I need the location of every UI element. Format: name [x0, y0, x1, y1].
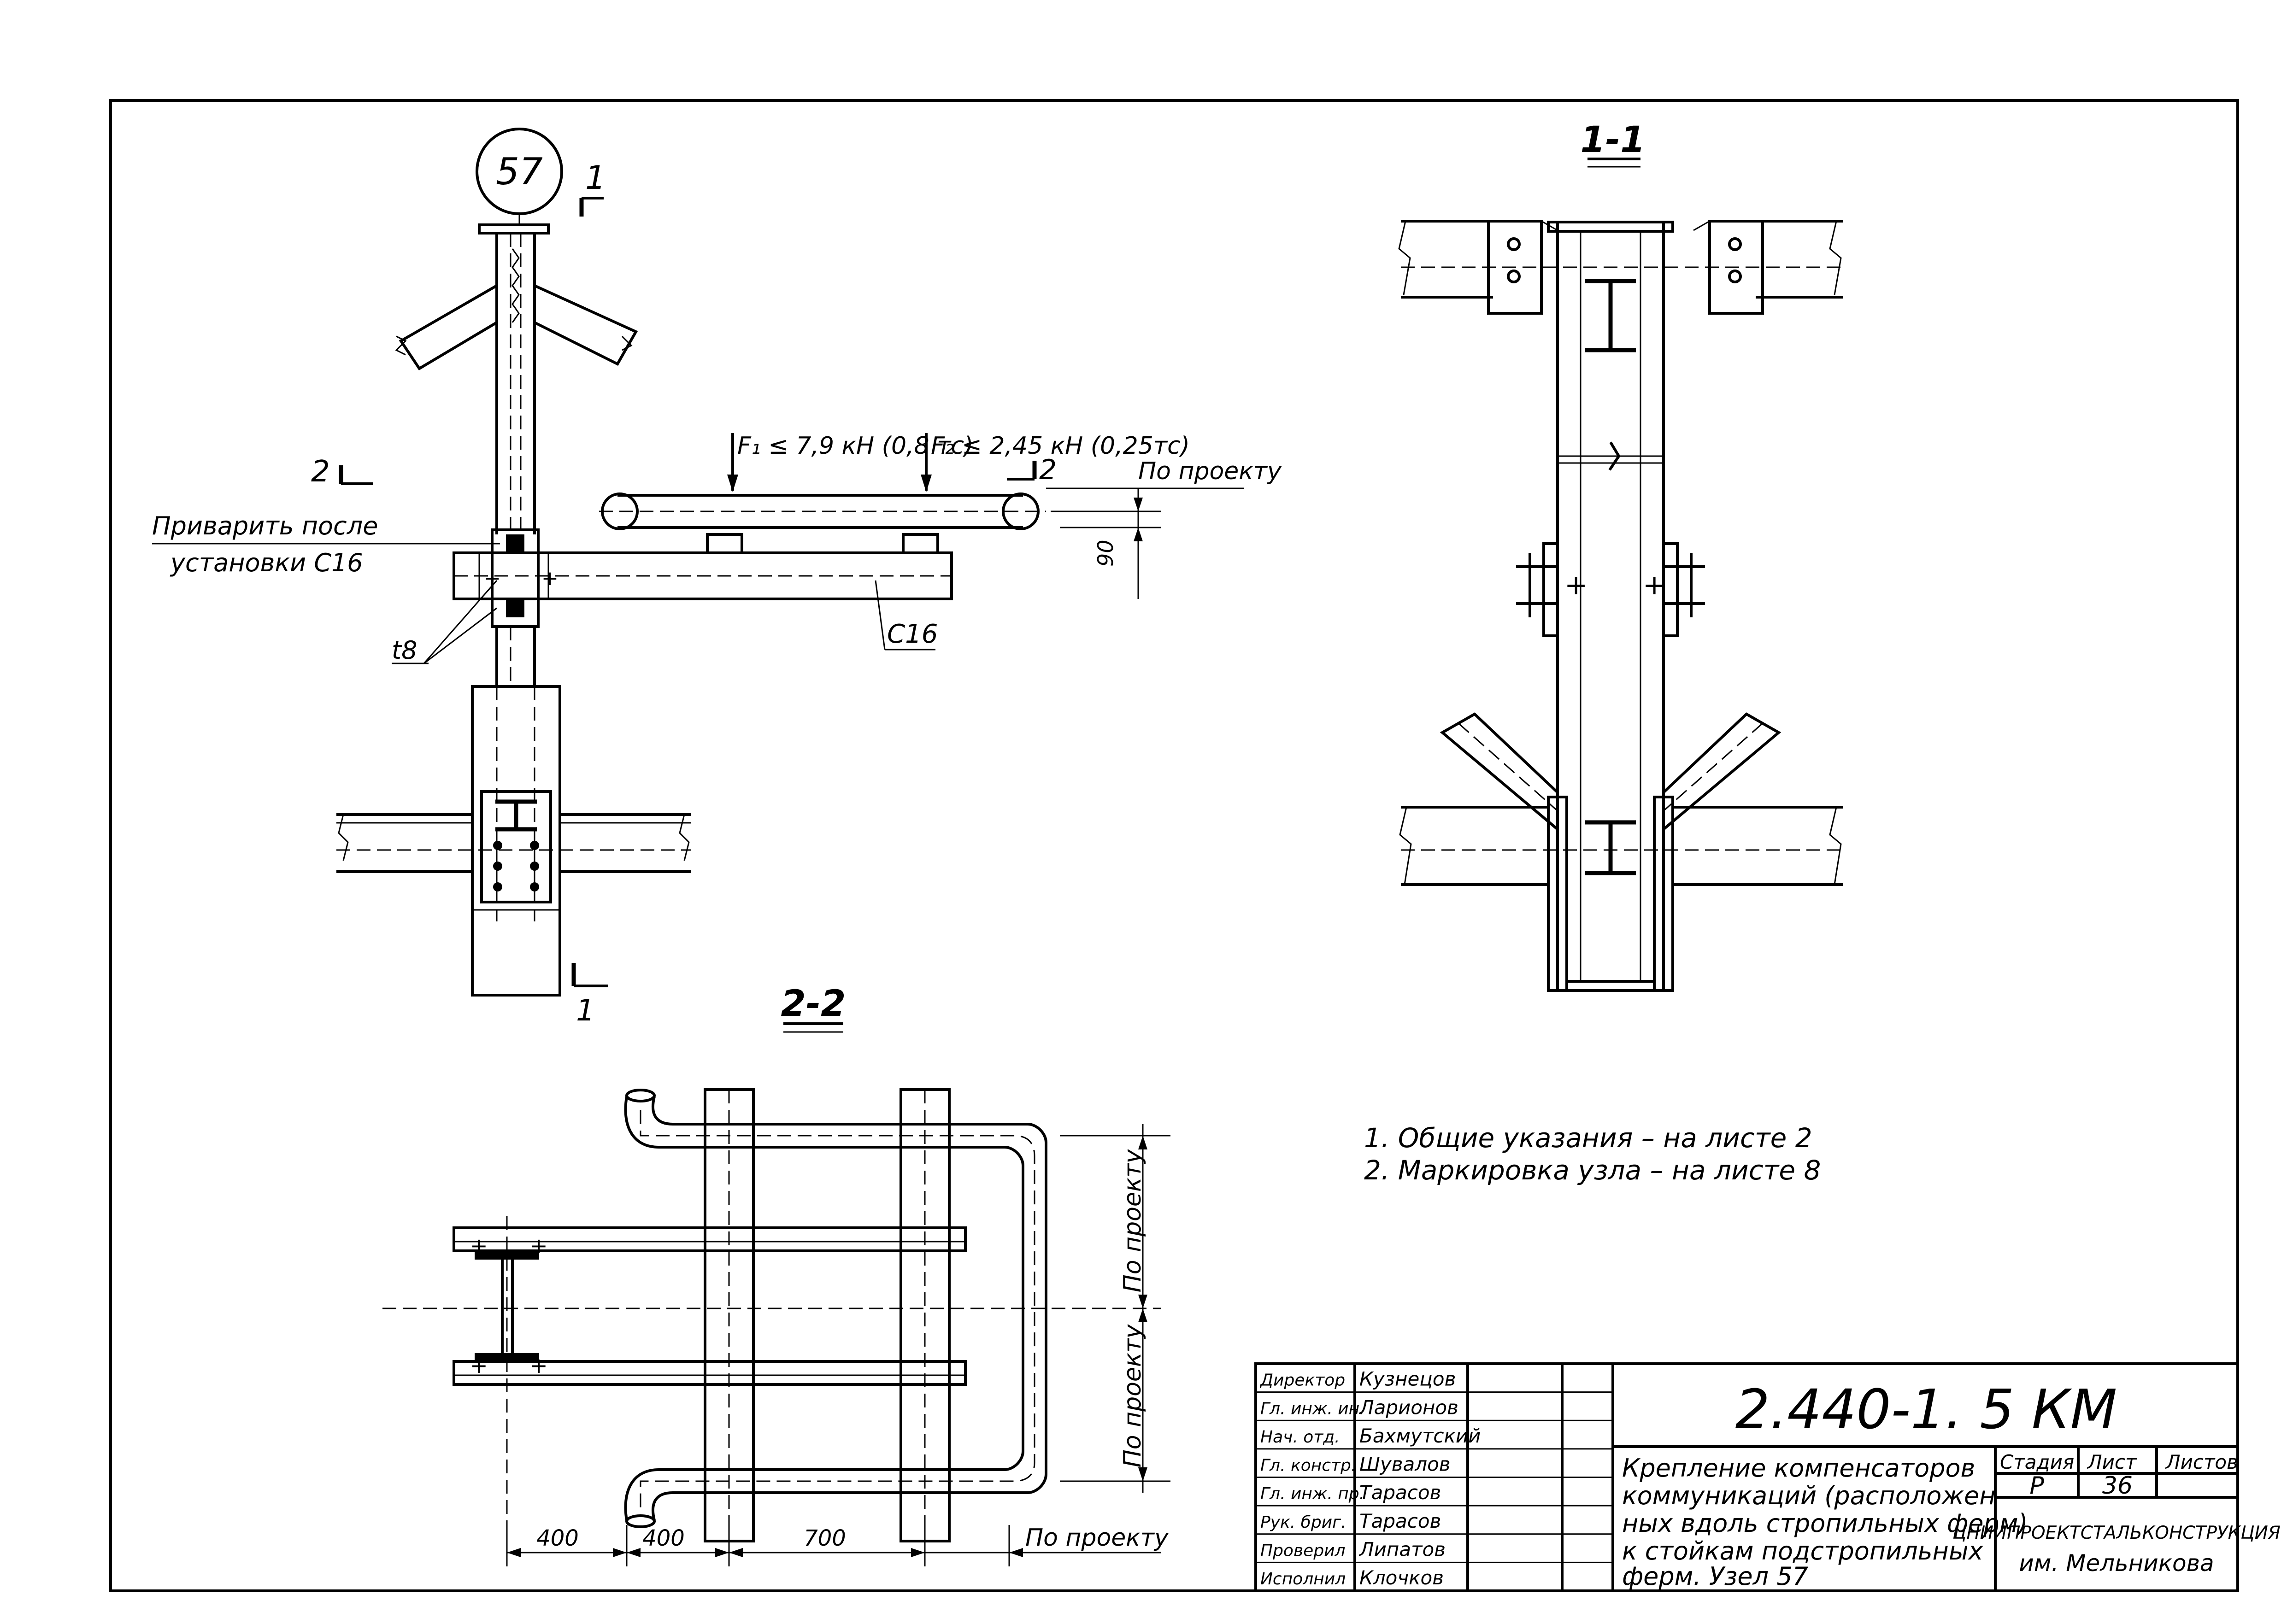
title-line-2: коммуникаций (расположен-: [1622, 1481, 2005, 1510]
title-block-role: Гл. инж. пр.: [1260, 1484, 1364, 1503]
dim-90-label: 90: [1093, 539, 1118, 567]
section-1-1: 1-1: [1398, 119, 1843, 992]
channel-label: С16: [887, 619, 938, 649]
title-line-1: Крепление компенсаторов: [1622, 1454, 1975, 1483]
title-block-name: Ларионов: [1358, 1396, 1458, 1419]
title-block-name: Кузнецов: [1359, 1368, 1456, 1390]
title-block-name: Шувалов: [1359, 1453, 1451, 1476]
title-block-role: Гл. инж. ин.: [1260, 1399, 1365, 1418]
section-1-1-title: 1-1: [1581, 119, 1646, 161]
section-2-2: 2-2 + + + +: [382, 983, 1170, 1566]
title-block-name: Бахмутский: [1359, 1425, 1481, 1447]
by-project-bottom-label: По проекту: [1025, 1524, 1169, 1552]
svg-text:+: +: [1643, 569, 1666, 601]
dim-700: 700: [804, 1525, 846, 1551]
title-block-role: Нач. отд.: [1260, 1428, 1340, 1447]
title-block-name: Липатов: [1358, 1538, 1446, 1560]
title-block-role: Рук. бриг.: [1260, 1513, 1346, 1532]
plate-thickness-label: t8: [392, 636, 417, 665]
org-line1: ЦНИИПРОЕКТСТАЛЬКОНСТРУКЦИЯ: [1952, 1523, 2281, 1543]
general-notes: 1. Общие указания – на листе 2 2. Маркир…: [1364, 1122, 1821, 1186]
org-line2: им. Мельникова: [2019, 1550, 2214, 1577]
force-1-label: F₁ ≤ 7,9 кН (0,8 тс): [737, 432, 973, 460]
sheet-value: 36: [2102, 1472, 2133, 1500]
node-number: 57: [496, 150, 543, 193]
svg-text:+: +: [541, 567, 559, 590]
title-block-name: Тарасов: [1359, 1481, 1441, 1504]
weld-note-line1: Приварить после: [152, 511, 378, 540]
force-2-label: F₂ ≤ 2,45 кН (0,25тс): [931, 432, 1190, 460]
svg-text:+: +: [470, 1353, 488, 1378]
sheet-frame: [109, 99, 2239, 1592]
note-2: 2. Маркировка узла – на листе 8: [1364, 1155, 1821, 1186]
main-elevation: 57 1 2 Приварить после установки С16: [152, 128, 1282, 1028]
title-line-3: ных вдоль стропильных ферм): [1622, 1509, 2028, 1538]
weld-note-line2: установки С16: [170, 548, 363, 577]
dim-400-b: 400: [642, 1525, 685, 1551]
section-2-right-label: 2: [1039, 454, 1057, 486]
title-line-5: ферм. Узел 57: [1622, 1562, 1808, 1591]
title-block-name: Клочков: [1359, 1566, 1444, 1589]
svg-text:+: +: [484, 567, 501, 590]
title-line-4: к стойкам подстропильных: [1622, 1536, 1983, 1565]
dim-400-a: 400: [536, 1525, 579, 1551]
section-2-2-title: 2-2: [781, 983, 846, 1025]
svg-text:+: +: [470, 1233, 488, 1258]
title-block-role: Директор: [1259, 1371, 1345, 1390]
svg-text:+: +: [530, 1353, 548, 1378]
title-block-name: Тарасов: [1359, 1510, 1441, 1532]
by-project-v2-label: По проекту: [1119, 1324, 1146, 1467]
sheets-label: Листов: [2165, 1451, 2238, 1473]
by-project-v1-label: По проекту: [1119, 1149, 1146, 1292]
stage-label: Стадия: [2000, 1451, 2074, 1473]
section-1-bottom-label: 1: [576, 994, 595, 1028]
by-project-top-label: По проекту: [1138, 457, 1282, 485]
svg-text:+: +: [530, 1233, 548, 1258]
title-block-role: Проверил: [1260, 1541, 1346, 1560]
title-block-role: Исполнил: [1260, 1570, 1346, 1589]
section-2-left-label: 2: [311, 455, 330, 489]
stage-value: Р: [2029, 1472, 2044, 1500]
note-1: 1. Общие указания – на листе 2: [1364, 1122, 1812, 1154]
title-block-role: Гл. констр.: [1260, 1456, 1356, 1475]
svg-text:+: +: [1564, 569, 1587, 601]
sheet-label: Лист: [2087, 1451, 2137, 1473]
doc-code: 2.440-1. 5 КМ: [1735, 1378, 2117, 1441]
section-1-top-label: 1: [585, 159, 606, 197]
